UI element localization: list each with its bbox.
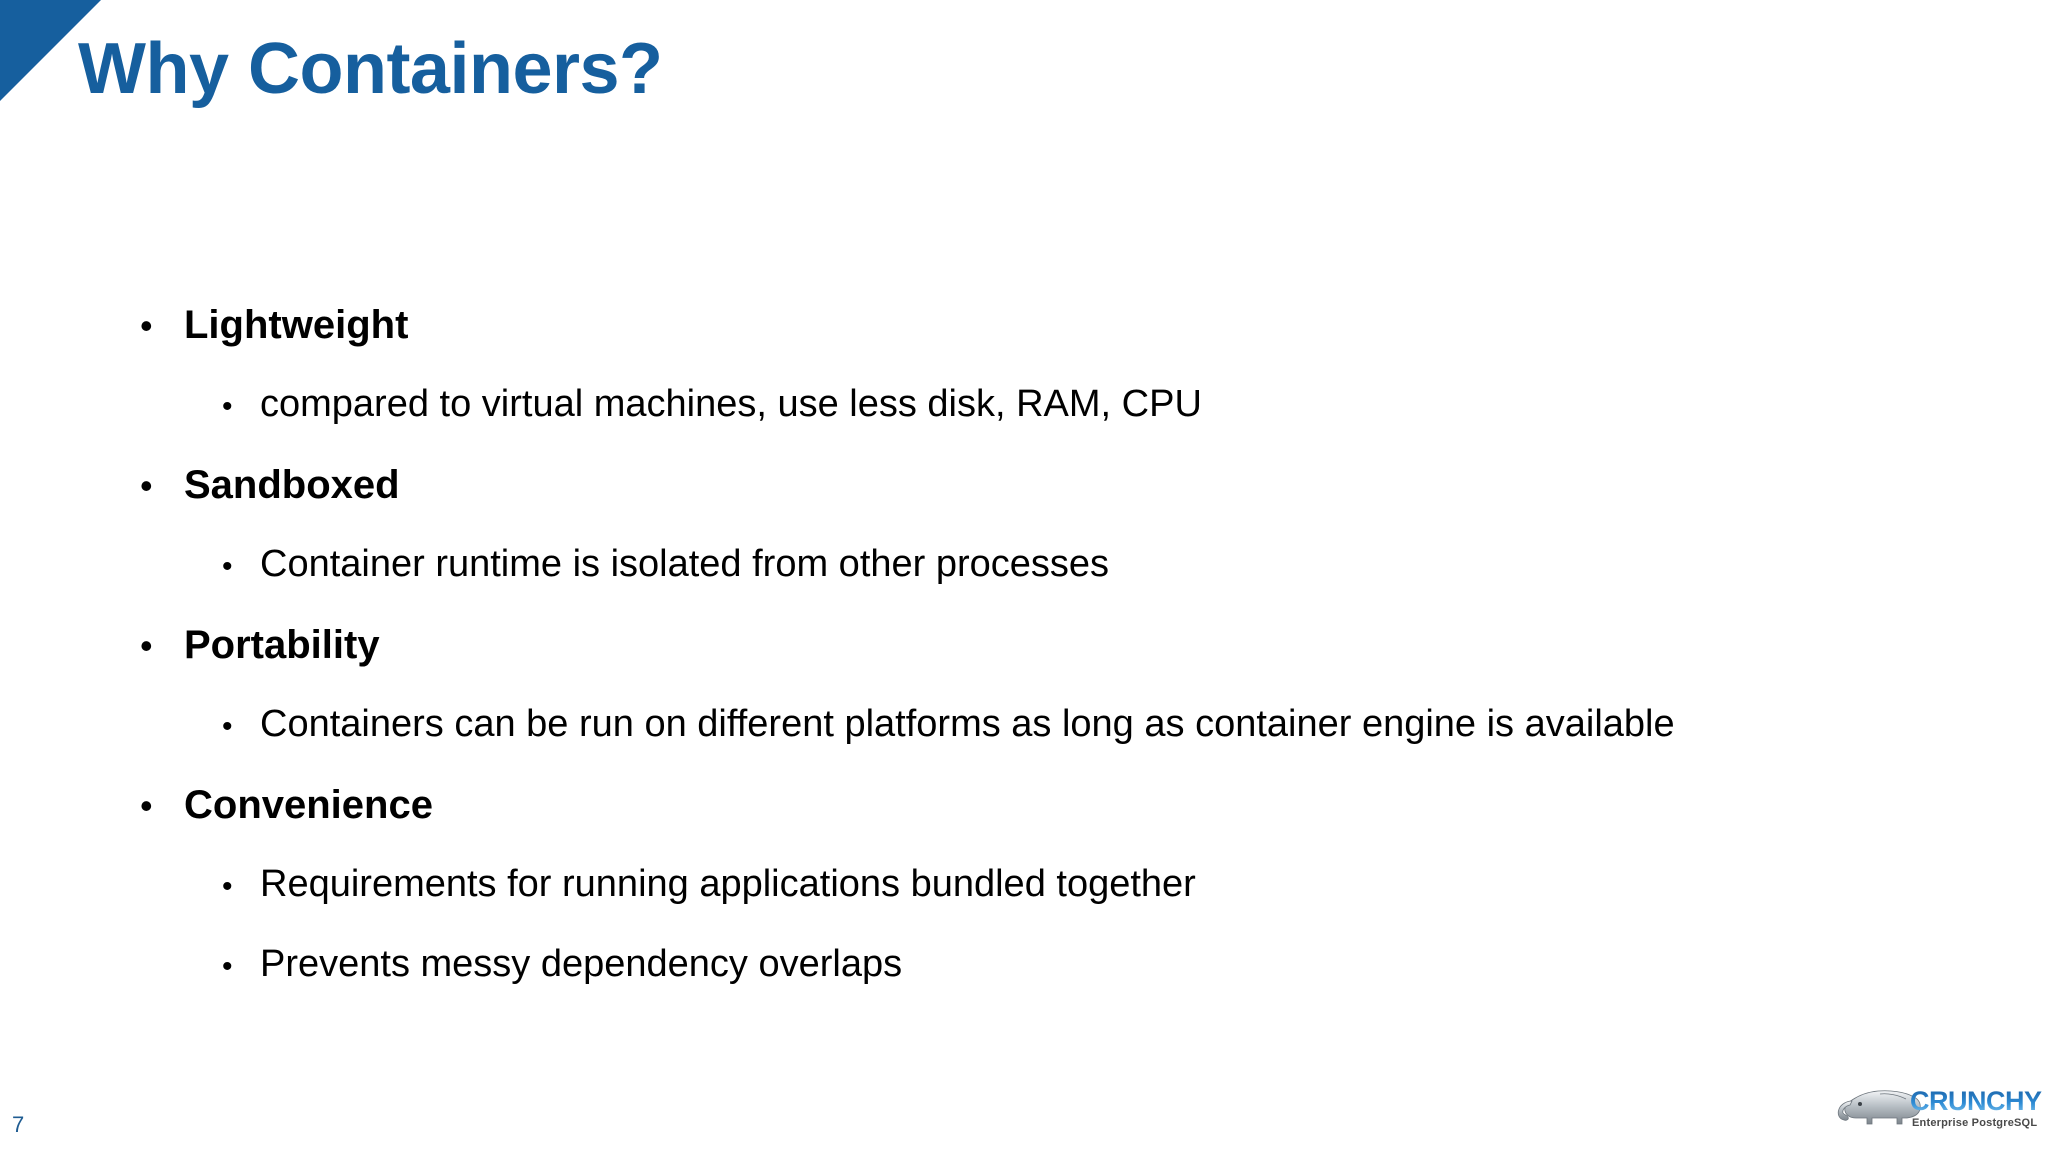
bullet-icon: • bbox=[140, 625, 153, 666]
list-item: • Containers can be run on different pla… bbox=[0, 703, 2048, 783]
bullet-list: • Lightweight • compared to virtual mach… bbox=[0, 303, 2048, 1023]
bullet-icon: • bbox=[222, 870, 233, 903]
list-item: • Prevents messy dependency overlaps bbox=[0, 943, 2048, 1023]
bullet-icon: • bbox=[222, 550, 233, 583]
list-item-label: Containers can be run on different platf… bbox=[260, 703, 1675, 745]
bullet-icon: • bbox=[140, 785, 153, 826]
page-number: 7 bbox=[12, 1112, 25, 1137]
list-item: • Convenience bbox=[0, 783, 2048, 863]
list-item-label: Container runtime is isolated from other… bbox=[260, 543, 1110, 585]
corner-accent-triangle bbox=[0, 0, 101, 101]
list-item: • Lightweight bbox=[0, 303, 2048, 383]
list-item: • compared to virtual machines, use less… bbox=[0, 383, 2048, 463]
list-item-label: Sandboxed bbox=[184, 463, 400, 507]
bullet-icon: • bbox=[222, 950, 233, 983]
list-item-label: compared to virtual machines, use less d… bbox=[260, 383, 1202, 425]
list-item-label: Convenience bbox=[184, 783, 433, 827]
elephant-icon bbox=[1837, 1090, 1921, 1125]
list-item-label: Portability bbox=[184, 623, 380, 667]
bullet-icon: • bbox=[140, 465, 153, 506]
brand-logo: CRUNCHY Enterprise PostgreSQL bbox=[1836, 1080, 2042, 1142]
list-item-label: Lightweight bbox=[184, 303, 409, 347]
list-item: • Container runtime is isolated from oth… bbox=[0, 543, 2048, 623]
list-item-label: Requirements for running applications bu… bbox=[260, 863, 1196, 905]
logo-wordmark: CRUNCHY bbox=[1910, 1086, 2042, 1116]
page-title: Why Containers? bbox=[78, 29, 663, 109]
bullet-icon: • bbox=[222, 390, 233, 423]
logo-tagline: Enterprise PostgreSQL bbox=[1912, 1117, 2038, 1129]
list-item: • Requirements for running applications … bbox=[0, 863, 2048, 943]
bullet-icon: • bbox=[140, 305, 153, 346]
list-item: • Sandboxed bbox=[0, 463, 2048, 543]
list-item-label: Prevents messy dependency overlaps bbox=[260, 943, 903, 985]
bullet-icon: • bbox=[222, 710, 233, 743]
list-item: • Portability bbox=[0, 623, 2048, 703]
